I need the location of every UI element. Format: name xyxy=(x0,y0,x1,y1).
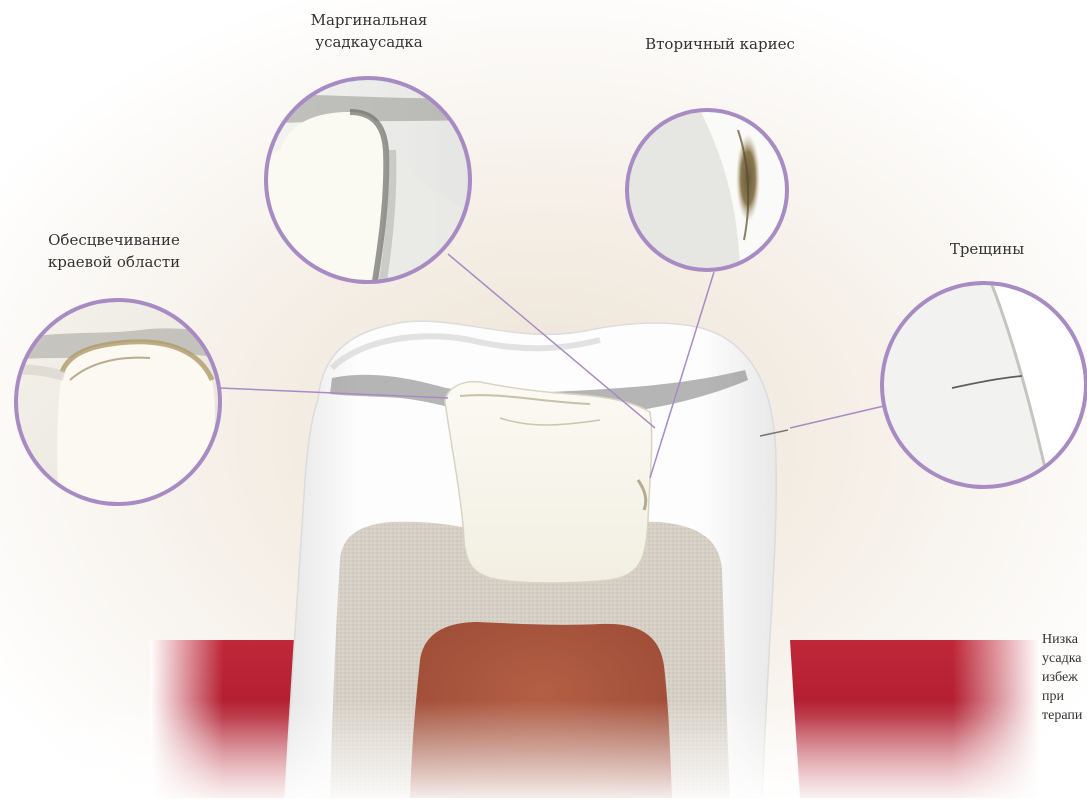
label-discoloration-line2: краевой области xyxy=(14,251,214,273)
side-note-line: терапи xyxy=(1042,706,1087,725)
label-marginal-shrinkage-line1: Маргинальная xyxy=(264,9,474,31)
side-note-line: усадка xyxy=(1042,649,1087,668)
side-note: Низка усадка избеж при терапи xyxy=(1042,630,1087,725)
magnifier-cracks xyxy=(880,280,1087,490)
label-secondary-caries: Вторичный кариес xyxy=(620,33,820,55)
side-note-line: при xyxy=(1042,687,1087,706)
label-secondary-caries-text: Вторичный кариес xyxy=(620,33,820,55)
label-discoloration-line1: Обесцвечивание xyxy=(14,229,214,251)
tooth-filling xyxy=(445,382,652,583)
side-note-line: избеж xyxy=(1042,668,1087,687)
label-cracks-text: Трещины xyxy=(922,238,1052,260)
side-note-line: Низка xyxy=(1042,630,1087,649)
label-marginal-shrinkage: Маргинальная усадкаусадка xyxy=(264,9,474,53)
label-marginal-shrinkage-line2: усадкаусадка xyxy=(264,31,474,53)
magnifier-secondary-caries xyxy=(627,110,790,270)
label-discoloration: Обесцвечивание краевой области xyxy=(14,229,214,273)
label-cracks: Трещины xyxy=(922,238,1052,260)
